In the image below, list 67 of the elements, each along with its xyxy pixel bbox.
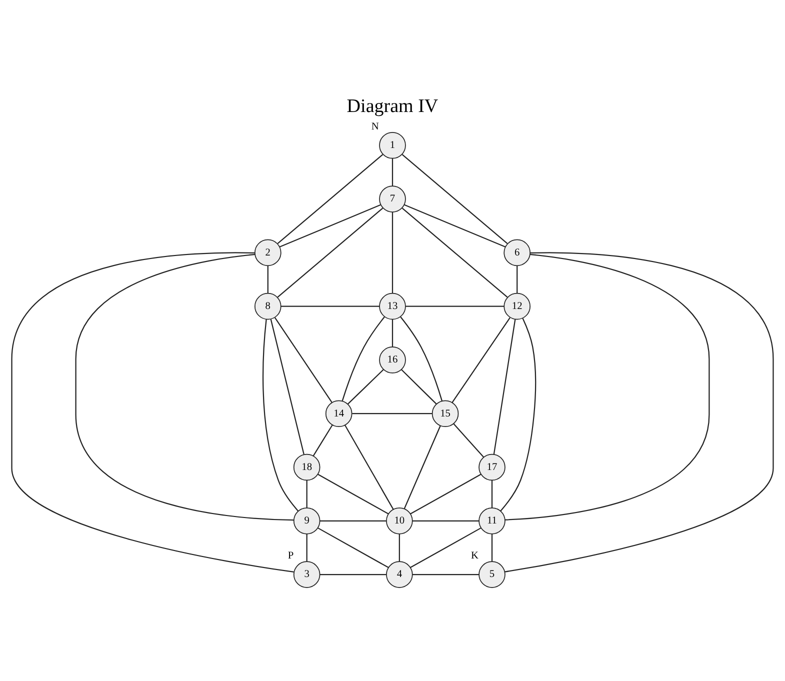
connector	[274, 317, 332, 403]
connector	[406, 306, 504, 307]
connector	[11, 252, 294, 573]
node-label: P	[288, 550, 294, 562]
node-circle: 18	[293, 454, 320, 481]
node-circle: 10	[386, 508, 413, 534]
connector	[277, 154, 384, 244]
node-circle: 5	[478, 561, 506, 588]
connector	[318, 527, 389, 568]
node-circle: 1	[379, 132, 406, 159]
node-circle: 15	[432, 400, 459, 428]
node-circle: 16	[379, 346, 406, 374]
connector	[398, 534, 400, 562]
connector	[392, 158, 394, 186]
connector	[500, 318, 536, 512]
connector	[404, 426, 441, 510]
node-circle: 9	[293, 508, 320, 534]
connector	[306, 480, 308, 508]
node-circle: 8	[254, 292, 282, 320]
connector	[342, 316, 385, 402]
connector	[320, 574, 386, 576]
connector	[401, 369, 437, 404]
connector	[412, 520, 479, 522]
connector	[347, 369, 384, 404]
connector	[306, 534, 308, 562]
connector	[410, 527, 482, 568]
connector	[281, 306, 380, 307]
connector	[410, 474, 482, 514]
connector	[277, 208, 384, 298]
connector	[452, 317, 510, 403]
connector	[392, 212, 394, 294]
connector	[320, 520, 386, 522]
connector	[400, 316, 443, 402]
connector	[392, 320, 394, 347]
connector	[262, 319, 299, 512]
connector	[352, 413, 432, 414]
connector	[75, 254, 294, 521]
connector	[402, 208, 508, 298]
node-circle: 7	[379, 186, 406, 212]
node-circle: 2	[254, 239, 282, 266]
node-circle: 6	[504, 239, 531, 266]
connector	[504, 252, 774, 572]
node-circle: 17	[478, 454, 506, 481]
node-circle: 4	[386, 561, 413, 588]
connector	[491, 480, 493, 508]
connector	[344, 425, 394, 510]
node-circle: 14	[325, 400, 352, 428]
connector	[270, 319, 304, 454]
connector	[504, 254, 710, 520]
connector	[279, 204, 381, 248]
connector	[412, 574, 479, 576]
connector	[516, 266, 518, 294]
diagram-title: Diagram IV	[346, 96, 438, 118]
node-circle: 13	[379, 292, 406, 320]
node-label: N	[371, 121, 379, 132]
connector	[402, 154, 508, 244]
connector	[453, 423, 484, 458]
node-circle: 3	[293, 561, 320, 588]
connector	[312, 424, 333, 456]
connector	[404, 204, 506, 248]
connector	[491, 534, 493, 562]
connector	[493, 319, 516, 454]
node-label: K	[470, 550, 478, 562]
node-circle: 12	[504, 292, 531, 320]
node-circle: 11	[478, 508, 506, 534]
connector	[318, 474, 389, 514]
connector	[267, 266, 268, 294]
